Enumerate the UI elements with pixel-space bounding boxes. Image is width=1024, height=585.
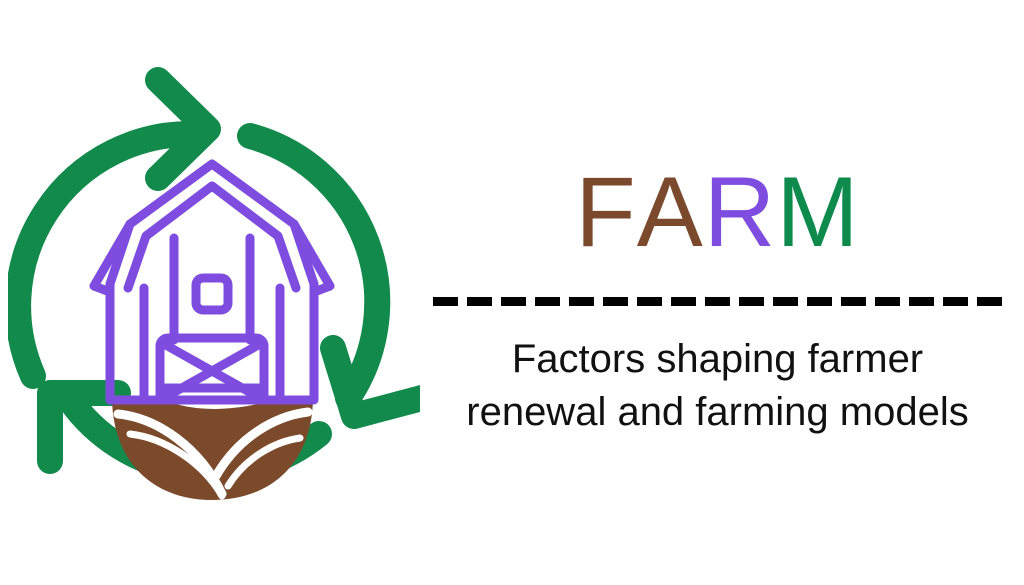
barn-eave-right — [289, 219, 335, 297]
arrow-head-right — [320, 335, 420, 429]
soil-furrow-3 — [211, 407, 313, 481]
divider-dash — [705, 297, 730, 306]
divider-dash — [875, 297, 900, 306]
divider-dash — [773, 297, 798, 306]
divider-dash — [637, 297, 662, 306]
divider-dash — [977, 297, 1002, 306]
letter-r: R — [703, 155, 777, 267]
farm-recycle-logo — [8, 56, 420, 506]
soil-base — [112, 396, 313, 500]
arrow-arc-top — [8, 121, 203, 389]
divider-dash — [603, 297, 628, 306]
tagline-line-1: Factors shaping farmer — [511, 337, 924, 381]
divider-dash — [535, 297, 560, 306]
arrow-arc-right — [237, 123, 391, 411]
barn-inner-roof-left — [123, 181, 217, 293]
soil-field — [112, 396, 313, 500]
soil-furrow-2 — [126, 430, 226, 500]
divider-dash — [739, 297, 764, 306]
barn-eave-left — [89, 219, 135, 297]
divider-dash — [807, 297, 832, 306]
barn-inner-roof — [207, 181, 301, 293]
arrow-head-top — [145, 67, 221, 191]
arrow-head-bottom-left — [37, 380, 131, 474]
tagline: Factors shaping farmer renewal and farmi… — [430, 333, 1005, 439]
divider-dash — [909, 297, 934, 306]
barn-group — [89, 159, 335, 405]
divider-dash — [501, 297, 526, 306]
letter-m: M — [776, 155, 860, 267]
divider-dash — [467, 297, 492, 306]
letter-a: A — [636, 155, 704, 267]
soil-furrow-4 — [224, 434, 304, 490]
barn-loft-bay — [169, 233, 255, 345]
dashed-divider — [433, 297, 1003, 306]
divider-dash — [671, 297, 696, 306]
letter-f: F — [575, 155, 637, 267]
divider-dash — [433, 297, 458, 306]
barn-loft-window — [191, 273, 233, 315]
divider-dash — [943, 297, 968, 306]
divider-dash — [569, 297, 594, 306]
divider-dash — [841, 297, 866, 306]
tagline-line-2: renewal and farming models — [466, 390, 969, 435]
